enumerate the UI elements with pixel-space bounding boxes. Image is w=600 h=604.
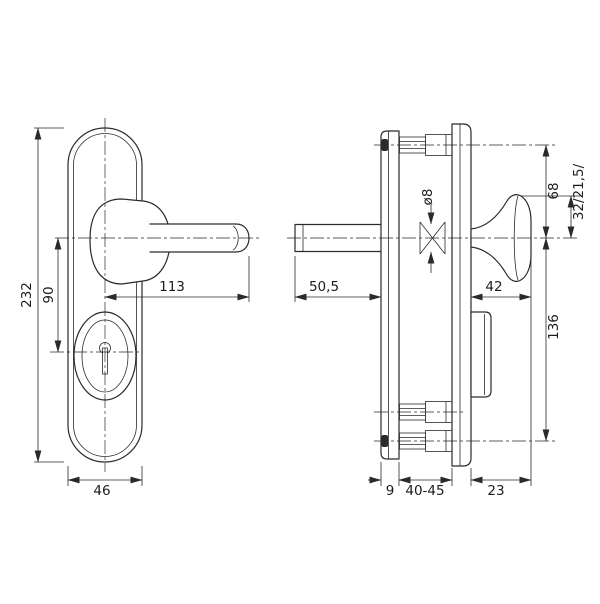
dim-label-knob-grip-height: 32/21,5/	[571, 163, 587, 220]
dimension-screw-to-axis: 68	[542, 144, 562, 239]
dim-label-door-thickness: 40-45	[405, 483, 444, 499]
dim-label-overall-height: 232	[19, 282, 35, 308]
handle-lever-cap-line	[232, 225, 239, 251]
dimension-handle-length: 113	[104, 256, 250, 302]
dimension-door-thickness: 40-45	[398, 468, 453, 499]
dimension-overall-height: 232	[19, 127, 64, 463]
dim-label-knob-projection: 23	[487, 483, 504, 499]
dimension-handle-to-cylinder: 90	[41, 237, 62, 353]
dimension-knob-projection: 23	[470, 468, 532, 499]
dim-label-knob-length: 42	[485, 279, 502, 295]
dimension-spindle-length: 50,5	[294, 256, 382, 302]
knob-rim-line	[513, 195, 519, 281]
dim-label-axis-to-bottom-screw: 136	[546, 314, 562, 340]
side-view: ø8 50,5 42 68 32/21,5/ 136	[287, 123, 587, 499]
handle-grip	[89, 198, 171, 285]
lower-boss	[470, 311, 492, 398]
dimension-plate-width: 46	[67, 466, 143, 499]
dim-label-spindle-length: 50,5	[309, 279, 339, 295]
bottom-bolt-lower	[381, 430, 453, 452]
dim-label-handle-length: 113	[159, 279, 185, 295]
inner-plate-profile	[380, 130, 400, 460]
dim-label-plate-width: 46	[93, 483, 110, 499]
dimension-axis-to-bottom-screw: 136	[542, 237, 562, 442]
dimension-knob-length: 42	[470, 258, 532, 486]
dim-label-handle-to-cylinder: 90	[41, 286, 57, 303]
dimension-knob-grip-height: 32/21,5/	[521, 163, 587, 239]
front-view: 232 90 113 46	[19, 118, 262, 499]
dim-label-screw-to-axis: 68	[546, 182, 562, 199]
dim-label-spindle-diameter: ø8	[420, 189, 436, 206]
dimension-spindle-diameter: ø8	[420, 189, 436, 273]
outer-plate-profile	[451, 123, 472, 467]
dim-label-plate-thickness: 9	[386, 483, 395, 499]
